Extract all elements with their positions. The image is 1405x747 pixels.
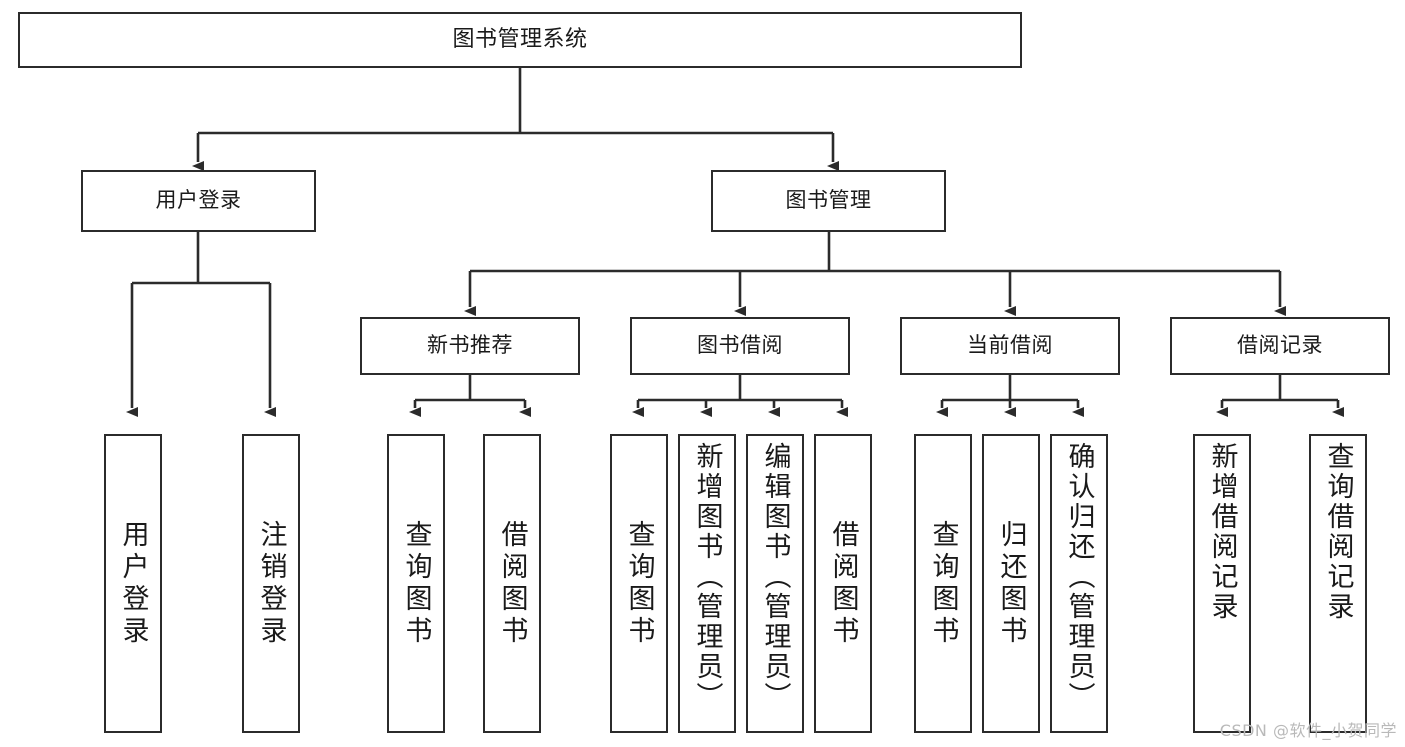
node-leaf-add-record[interactable]: 新增借阅记录 <box>1193 434 1251 733</box>
node-label: 借阅记录 <box>1237 333 1323 358</box>
node-label: 新书推荐 <box>427 333 513 358</box>
node-label: 新增图书（管理员） <box>691 442 723 712</box>
node-label: 图书借阅 <box>697 333 783 358</box>
node-leaf-query-record[interactable]: 查询借阅记录 <box>1309 434 1367 733</box>
node-label: 查询图书 <box>400 519 432 648</box>
node-label: 注销登录 <box>255 519 287 648</box>
node-leaf-edit-book[interactable]: 编辑图书（管理员） <box>746 434 804 733</box>
node-book-borrow[interactable]: 图书借阅 <box>630 317 850 375</box>
node-book-manage[interactable]: 图书管理 <box>711 170 946 232</box>
node-label: 查询图书 <box>927 519 959 648</box>
watermark-text: CSDN @软件_小贺同学 <box>1219 721 1397 740</box>
node-leaf-query-book-1[interactable]: 查询图书 <box>387 434 445 733</box>
node-leaf-return-book[interactable]: 归还图书 <box>982 434 1040 733</box>
node-root-system[interactable]: 图书管理系统 <box>18 12 1022 68</box>
node-label: 用户登录 <box>117 519 149 648</box>
node-label: 图书管理 <box>785 188 872 213</box>
node-label: 用户登录 <box>155 188 242 213</box>
node-leaf-logout[interactable]: 注销登录 <box>242 434 300 733</box>
node-user-login[interactable]: 用户登录 <box>81 170 316 232</box>
node-label: 确认归还（管理员） <box>1063 442 1095 712</box>
node-label: 借阅图书 <box>827 519 859 648</box>
node-leaf-confirm-return[interactable]: 确认归还（管理员） <box>1050 434 1108 733</box>
node-label: 编辑图书（管理员） <box>759 442 791 712</box>
node-label: 新增借阅记录 <box>1206 442 1238 622</box>
node-leaf-query-book-2[interactable]: 查询图书 <box>610 434 668 733</box>
node-label: 借阅图书 <box>496 519 528 648</box>
node-leaf-borrow-book-1[interactable]: 借阅图书 <box>483 434 541 733</box>
node-new-book-rec[interactable]: 新书推荐 <box>360 317 580 375</box>
node-current-borrow[interactable]: 当前借阅 <box>900 317 1120 375</box>
node-leaf-add-book[interactable]: 新增图书（管理员） <box>678 434 736 733</box>
node-leaf-user-login[interactable]: 用户登录 <box>104 434 162 733</box>
node-leaf-query-book-3[interactable]: 查询图书 <box>914 434 972 733</box>
node-label: 当前借阅 <box>967 333 1053 358</box>
node-label: 查询借阅记录 <box>1322 442 1354 622</box>
node-label: 图书管理系统 <box>452 26 588 52</box>
node-label: 归还图书 <box>995 519 1027 648</box>
node-leaf-borrow-book-2[interactable]: 借阅图书 <box>814 434 872 733</box>
node-borrow-record[interactable]: 借阅记录 <box>1170 317 1390 375</box>
node-label: 查询图书 <box>623 519 655 648</box>
